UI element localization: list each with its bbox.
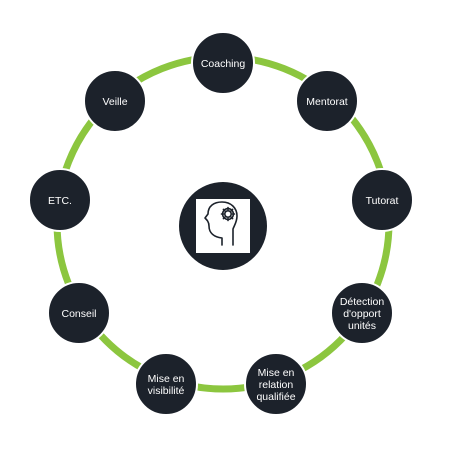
node-label: ETC.: [48, 195, 72, 207]
node-veille: Veille: [83, 69, 147, 133]
node-label: Mise en: [258, 367, 295, 379]
node-label: d'opport: [343, 308, 381, 320]
node-label: unités: [348, 320, 376, 332]
node-circle: [191, 31, 255, 95]
node-circle: [83, 69, 147, 133]
node-circle: [295, 69, 359, 133]
node-circle: [28, 168, 92, 232]
nodes-layer: CoachingMentoratTutoratDétectiond'opport…: [28, 31, 414, 416]
node-label: Tutorat: [366, 195, 399, 207]
node-coaching: Coaching: [191, 31, 255, 95]
node-conseil: Conseil: [47, 281, 111, 345]
node-circle: [134, 352, 198, 416]
node-mentorat: Mentorat: [295, 69, 359, 133]
node-circle: [244, 352, 308, 416]
head-with-gear-icon: [204, 201, 238, 246]
node-circle: [47, 281, 111, 345]
center-hub: [179, 182, 267, 270]
node-label: Mentorat: [306, 96, 348, 108]
node-label: Conseil: [61, 308, 96, 320]
node-label: Coaching: [201, 58, 246, 70]
node-label: Détection: [340, 296, 385, 308]
node-label: relation: [259, 379, 294, 391]
node-circle: [350, 168, 414, 232]
node-label: Veille: [102, 96, 127, 108]
node-tutorat: Tutorat: [350, 168, 414, 232]
node-label: visibilité: [148, 385, 185, 397]
node-label: Mise en: [148, 373, 185, 385]
node-etc: ETC.: [28, 168, 92, 232]
center-icon-frame: [196, 199, 250, 253]
node-circle: [330, 281, 394, 345]
node-label: qualifiée: [256, 391, 295, 403]
